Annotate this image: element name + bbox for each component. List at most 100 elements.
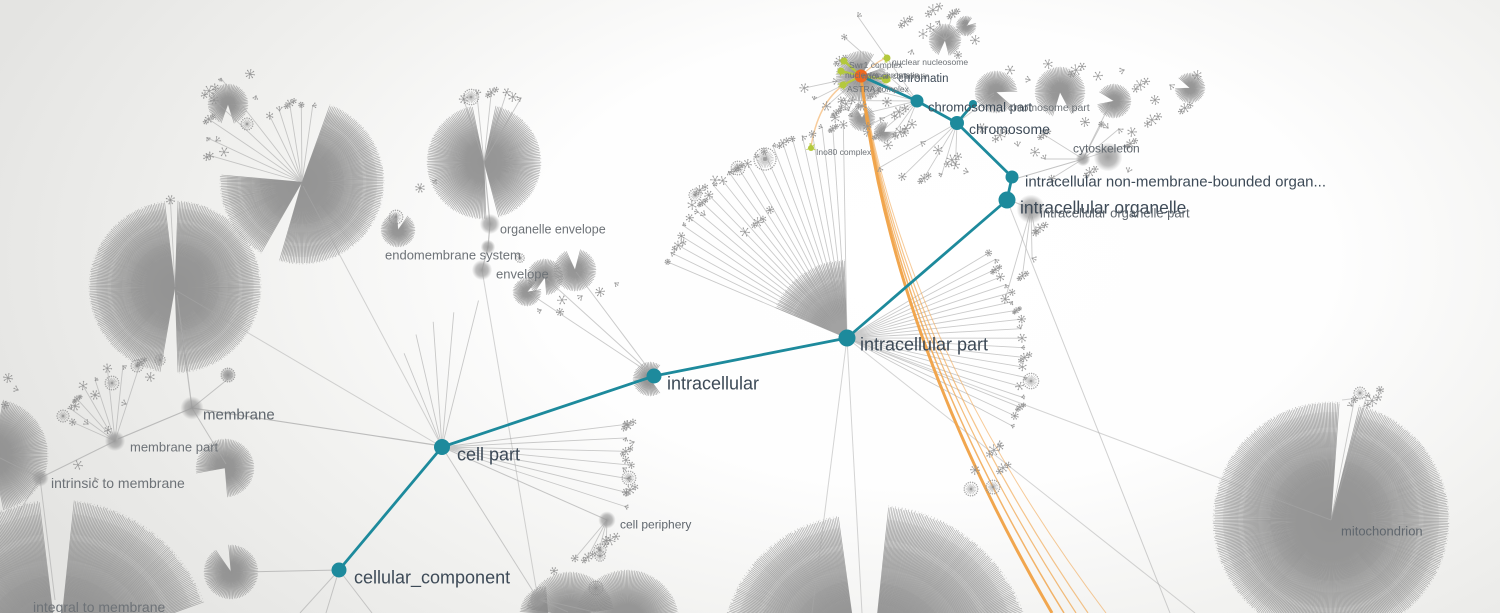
node-astra_complex[interactable] <box>839 81 847 89</box>
graph-edge <box>537 589 595 600</box>
node-gray[interactable] <box>1093 142 1123 172</box>
leaf-node-cluster <box>624 504 629 510</box>
label-integral_to_membrane: integral to membrane <box>33 599 166 613</box>
cluster-fan <box>1212 401 1450 613</box>
leaf-node-cluster <box>992 127 1011 143</box>
leaf-node-cluster <box>0 400 10 410</box>
leaf-node-cluster <box>989 264 1003 275</box>
node-gray[interactable] <box>1075 151 1091 167</box>
leaf-node-cluster <box>1037 128 1052 141</box>
leaf-node-cluster <box>801 135 808 141</box>
label-astra_complex: ASTRA complex <box>847 84 910 94</box>
leaf-node-cluster <box>245 69 255 79</box>
leaf-node-cluster <box>626 476 632 483</box>
label-nuclear_chromatin: nuclear chromatin <box>862 71 930 81</box>
cluster-fan <box>512 277 542 307</box>
label-intracellular_part: intracellular part <box>860 334 988 354</box>
node-gray[interactable] <box>31 469 49 487</box>
node-chromatin[interactable] <box>854 69 868 83</box>
path-edge <box>846 198 1008 340</box>
node-gray[interactable] <box>180 396 204 420</box>
cluster-fan <box>380 212 416 248</box>
label-chromatin: chromatin <box>898 73 949 85</box>
node-intracellular[interactable] <box>646 368 662 384</box>
leaf-node-cluster <box>1347 401 1353 407</box>
leaf-node-cluster <box>917 172 932 185</box>
graph-edge <box>176 290 443 448</box>
node-gray[interactable] <box>220 367 236 383</box>
leaf-node-cluster <box>595 287 605 297</box>
node-gray[interactable] <box>598 511 616 529</box>
graph-edge <box>338 569 373 613</box>
edge-spray <box>206 78 303 183</box>
leaf-node-cluster <box>623 483 639 497</box>
node-gray[interactable] <box>104 430 126 452</box>
path-edge <box>956 122 1013 178</box>
node-chromosome[interactable] <box>950 116 964 130</box>
leaf-node-cluster <box>1008 301 1014 306</box>
node-nucleolar_chromatin[interactable] <box>837 67 845 75</box>
edge-spray <box>1330 395 1368 521</box>
leaf-node-cluster <box>1040 154 1047 160</box>
node-gray[interactable] <box>480 239 496 255</box>
leaf-node-cluster <box>1008 288 1016 296</box>
graph-edge <box>39 477 56 601</box>
layer-nodes <box>31 53 1123 608</box>
leaf-node-cluster <box>577 295 583 301</box>
node-nuclear_chromatin[interactable] <box>881 74 891 84</box>
label-nucleolar_chromatin: nucleolar chromatin <box>845 70 919 80</box>
node-intracellular_organelle[interactable] <box>998 191 1016 209</box>
node-cellular_component[interactable] <box>331 562 347 578</box>
leaf-node-cluster <box>891 124 911 140</box>
leaf-node-cluster <box>710 175 720 185</box>
layer-edges <box>0 92 1368 613</box>
label-chromosome: chromosome <box>969 121 1050 137</box>
node-chromosome_part[interactable] <box>969 100 977 108</box>
leaf-node-cluster <box>1143 112 1163 128</box>
leaf-node-cluster <box>622 420 631 429</box>
node-gray[interactable] <box>479 213 501 235</box>
leaf-node-cluster <box>104 375 120 391</box>
leaf-node-cluster <box>685 213 694 223</box>
node-intracellular_part[interactable] <box>838 329 856 347</box>
graph-edge <box>483 161 491 225</box>
leaf-node-cluster <box>899 127 909 137</box>
graph-edge <box>546 278 655 377</box>
leaf-node-cluster <box>602 536 611 545</box>
leaf-node-cluster <box>1093 71 1103 81</box>
node-gray[interactable] <box>471 259 493 281</box>
node-ino80_complex[interactable] <box>808 145 814 151</box>
node-chromosomal_part[interactable] <box>910 94 924 108</box>
label-envelope: envelope <box>496 267 549 282</box>
node-gray[interactable] <box>1016 194 1046 224</box>
leaf-node-cluster <box>515 253 526 264</box>
node-nuclear_nucleosome[interactable] <box>883 54 891 62</box>
leaf-node-cluster <box>827 123 840 133</box>
graph-edge <box>575 271 655 377</box>
node-swr1_complex[interactable] <box>840 57 848 65</box>
leaf-node-cluster <box>1005 65 1015 75</box>
leaf-node-cluster <box>588 580 604 596</box>
label-membrane_part: membrane part <box>130 440 219 455</box>
node-gray[interactable] <box>529 590 547 608</box>
leaf-node-cluster <box>298 101 305 108</box>
leaf-node-cluster <box>882 97 892 107</box>
leaf-node-cluster <box>1103 123 1109 129</box>
leaf-node-cluster <box>1365 392 1371 398</box>
leaf-node-cluster <box>848 112 853 118</box>
label-intracellular_organelle_part: intracellular organelle part <box>1040 206 1190 221</box>
leaf-node-cluster <box>818 124 823 130</box>
leaf-node-cluster <box>766 206 775 214</box>
leaf-node-cluster <box>1015 381 1024 391</box>
node-cell_part[interactable] <box>434 439 450 455</box>
cluster-fan <box>1174 72 1206 104</box>
leaf-node-cluster <box>1018 351 1033 364</box>
leaf-node-cluster <box>72 394 83 404</box>
graph-edge <box>1006 199 1171 613</box>
leaf-node-cluster <box>94 377 99 382</box>
cluster-fan <box>1097 83 1132 119</box>
node-intracellular_non_membrane_bounded_organelle[interactable] <box>1005 170 1019 184</box>
leaf-node-cluster <box>712 182 718 187</box>
